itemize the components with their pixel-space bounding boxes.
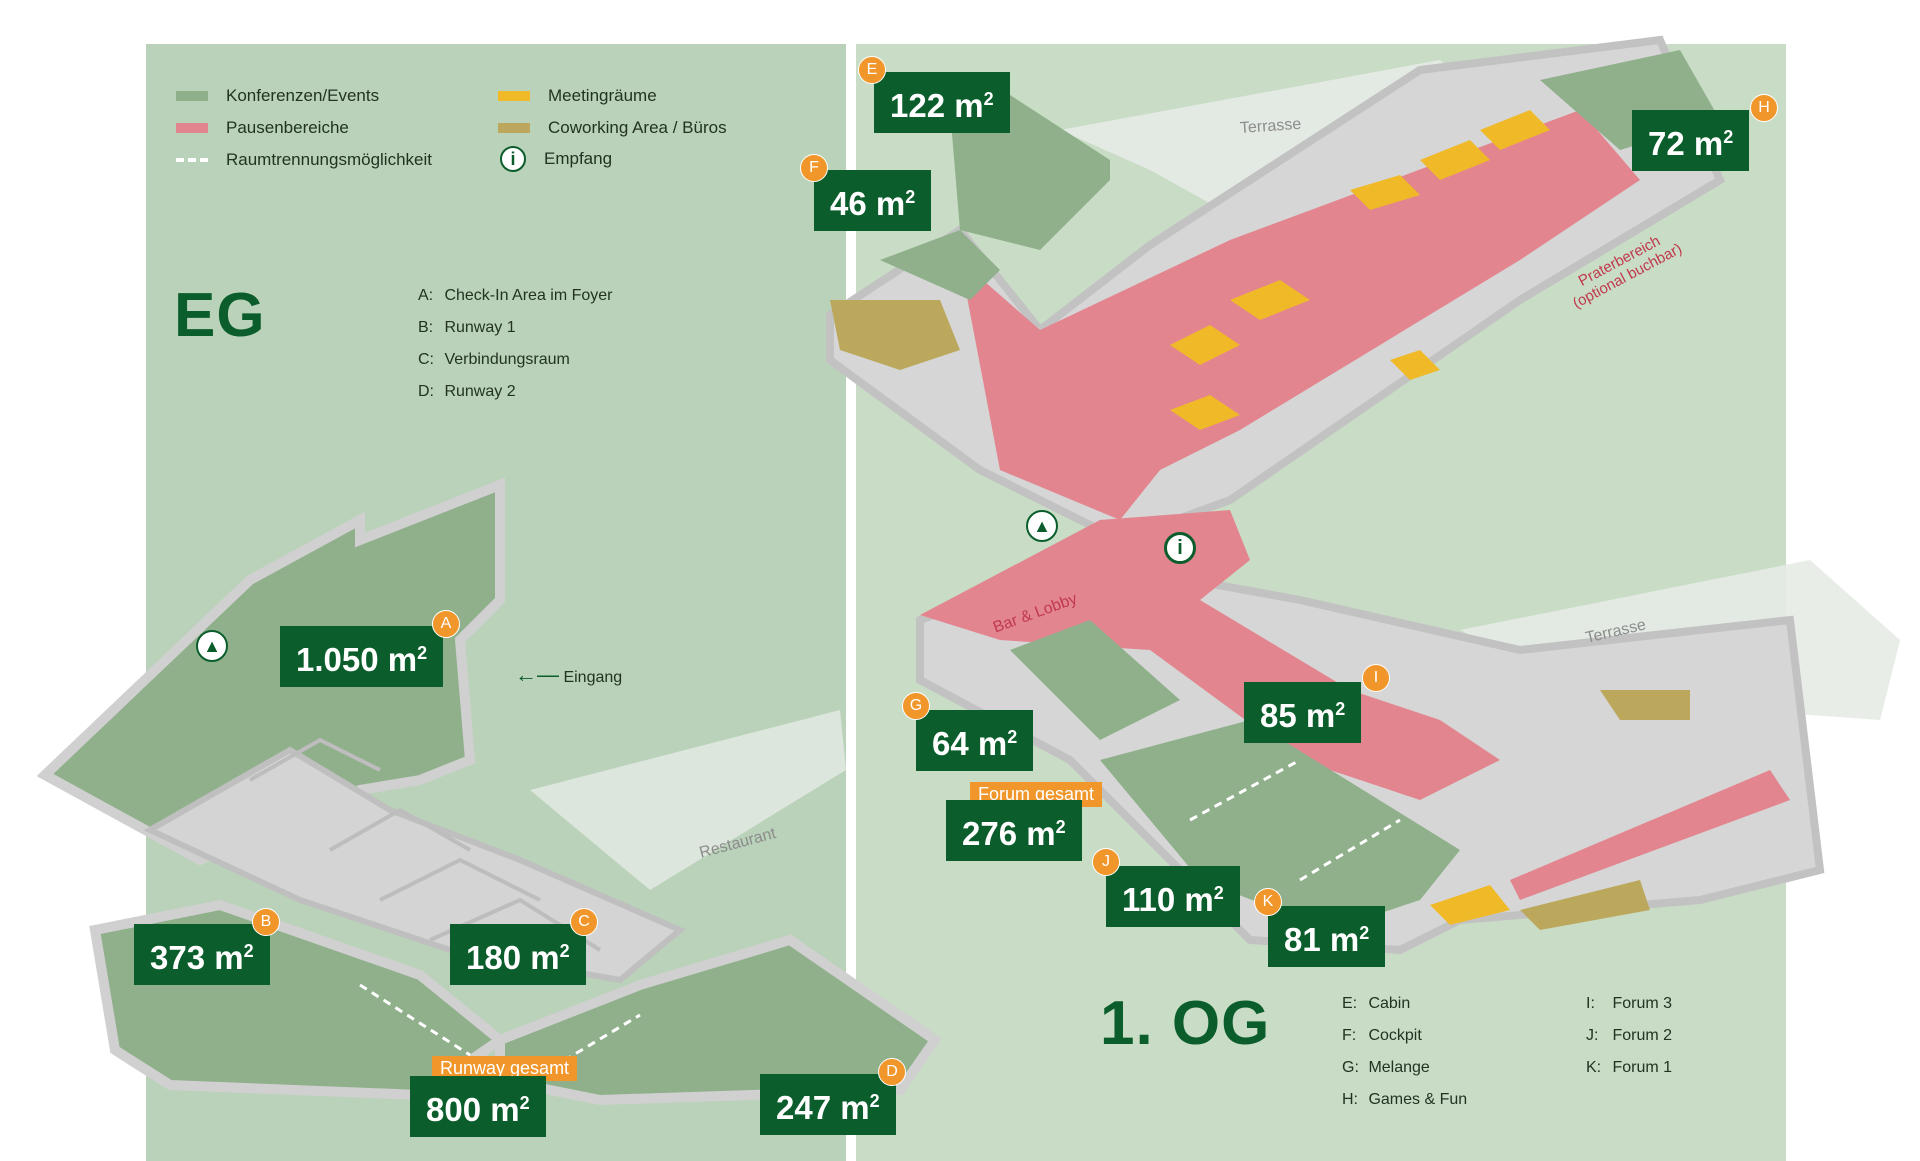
escalator-icon: ▲: [196, 630, 228, 662]
og-coworking: [830, 300, 960, 370]
melange-area-g: [1010, 620, 1180, 740]
eg-key-item: D: Runway 2: [418, 383, 516, 400]
reception-info-icon: i: [1164, 532, 1196, 564]
area-g-badge: G: [902, 692, 930, 720]
escalator-icon: ▲: [1026, 510, 1058, 542]
area-a-badge: A: [432, 610, 460, 638]
area-f-label: 46 m2: [814, 170, 932, 231]
og-key-item: F: Cockpit: [1342, 1027, 1422, 1044]
eg-key-item: B: Runway 1: [418, 319, 516, 336]
og-key-item: G: Melange: [1342, 1059, 1430, 1076]
og-key-right: I: Forum 3 J: Forum 2 K: Forum 1: [1586, 988, 1672, 1084]
meeting-color-swatch: [498, 91, 530, 101]
eg-key-item: C: Verbindungsraum: [418, 351, 570, 368]
og-meeting-rooms: [1170, 110, 1550, 925]
info-icon: i: [500, 146, 526, 172]
forum-total-tag: Forum gesamt: [970, 782, 1103, 807]
area-c-label: 180 m2: [450, 924, 586, 985]
legend-label: Empfang: [544, 149, 613, 168]
og-key-item: J: Forum 2: [1586, 1027, 1673, 1044]
runway-total-label: 800 m2: [410, 1076, 546, 1137]
area-b-badge: B: [252, 908, 280, 936]
area-g-label: 64 m2: [916, 710, 1034, 771]
arrow-left-icon: ←—: [515, 662, 559, 687]
eg-floor-plan: [36, 477, 942, 1106]
area-e-label: 122 m2: [874, 72, 1010, 133]
break-color-swatch: [176, 123, 208, 133]
area-d-label: 247 m2: [760, 1074, 896, 1135]
forum-total-label: 276 m2: [946, 800, 1082, 861]
og-key-item: E: Cabin: [1342, 995, 1411, 1012]
prater-area: [960, 110, 1640, 520]
area-k-label: 81 m2: [1268, 906, 1386, 967]
legend-label: Pausenbereiche: [226, 118, 349, 137]
legend-label: Coworking Area / Büros: [548, 118, 727, 137]
area-d-badge: D: [878, 1058, 906, 1086]
area-c-badge: C: [570, 908, 598, 936]
entrance-label: ←— Eingang: [515, 662, 623, 687]
area-e-badge: E: [858, 56, 886, 84]
legend-item-empfang: i Empfang: [498, 146, 612, 172]
legend-item-konferenzen: Konferenzen/Events: [176, 86, 379, 106]
legend-item-pausenbereiche: Pausenbereiche: [176, 118, 349, 138]
legend-label: Raumtrennungsmöglichkeit: [226, 150, 432, 169]
legend-item-meetingraeume: Meetingräume: [498, 86, 657, 106]
og-floor-plan: [826, 35, 1900, 955]
eg-office-block: [143, 746, 686, 984]
area-k-badge: K: [1254, 888, 1282, 916]
coworking-color-swatch: [498, 123, 530, 133]
forum-area: [1100, 720, 1460, 930]
conference-color-swatch: [176, 91, 208, 101]
area-j-badge: J: [1092, 848, 1120, 876]
eg-floor-title: EG: [174, 281, 266, 350]
eg-key: A: Check-In Area im Foyer B: Runway 1 C:…: [418, 280, 613, 408]
legend-label: Meetingräume: [548, 86, 657, 105]
area-a-label: 1.050 m2: [280, 626, 444, 687]
area-h-badge: H: [1750, 94, 1778, 122]
eg-key-item: A: Check-In Area im Foyer: [418, 287, 613, 304]
legend-label: Konferenzen/Events: [226, 86, 380, 105]
legend-item-raumtrennung: Raumtrennungsmöglichkeit: [176, 150, 432, 170]
area-h-label: 72 m2: [1632, 110, 1750, 171]
area-b-label: 373 m2: [134, 924, 270, 985]
dashed-line-icon: [176, 158, 208, 162]
og-key-item: H: Games & Fun: [1342, 1091, 1468, 1108]
area-f-badge: F: [800, 154, 828, 182]
area-i-badge: I: [1362, 664, 1390, 692]
legend-item-coworking: Coworking Area / Büros: [498, 118, 727, 138]
cockpit-area-f: [880, 230, 1000, 300]
area-i-label: 85 m2: [1244, 682, 1362, 743]
area-j-label: 110 m2: [1106, 866, 1240, 927]
og-key-item: K: Forum 1: [1586, 1059, 1673, 1076]
og-floor-title: 1. OG: [1100, 989, 1271, 1058]
og-key-item: I: Forum 3: [1586, 995, 1673, 1012]
cabin-area-e: [950, 95, 1110, 250]
og-key-left: E: Cabin F: Cockpit G: Melange H: Games …: [1342, 988, 1467, 1116]
